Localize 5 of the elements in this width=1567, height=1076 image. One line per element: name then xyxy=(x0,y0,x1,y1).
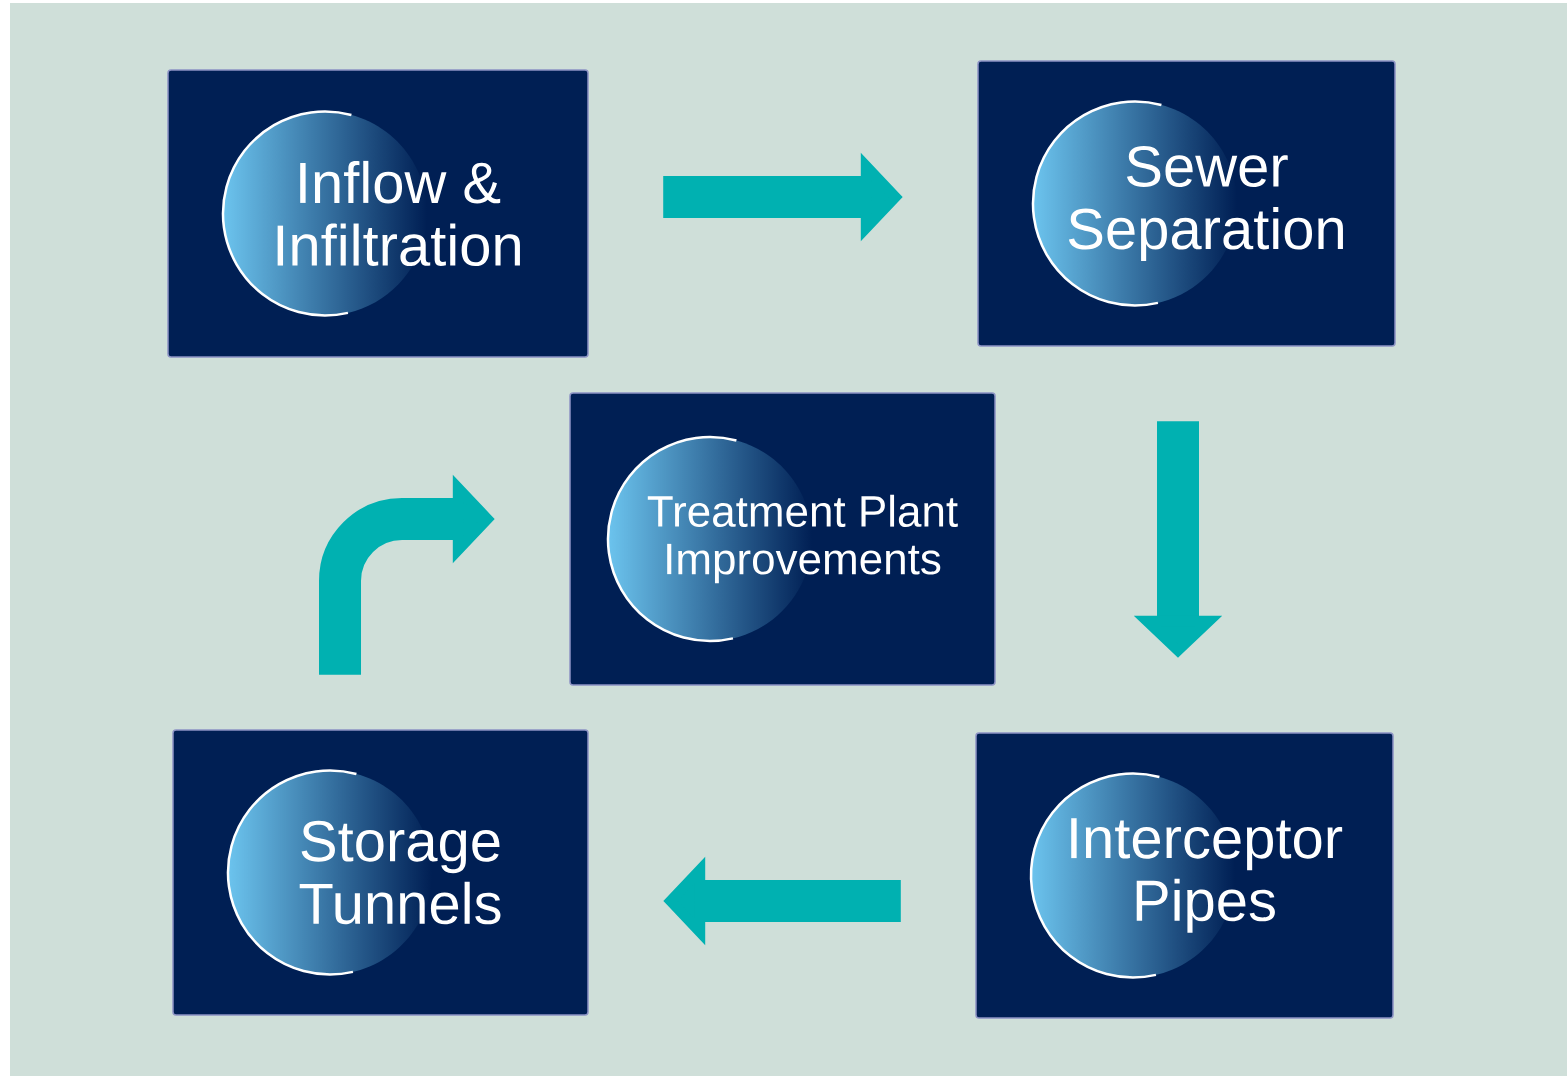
process-box: Treatment Plant Improvements xyxy=(569,392,996,686)
process-box: Sewer Separation xyxy=(977,60,1396,347)
process-box: Interceptor Pipes xyxy=(975,732,1394,1019)
process-box: Storage Tunnels xyxy=(172,729,589,1016)
process-box: Inflow & Infiltration xyxy=(167,69,589,358)
